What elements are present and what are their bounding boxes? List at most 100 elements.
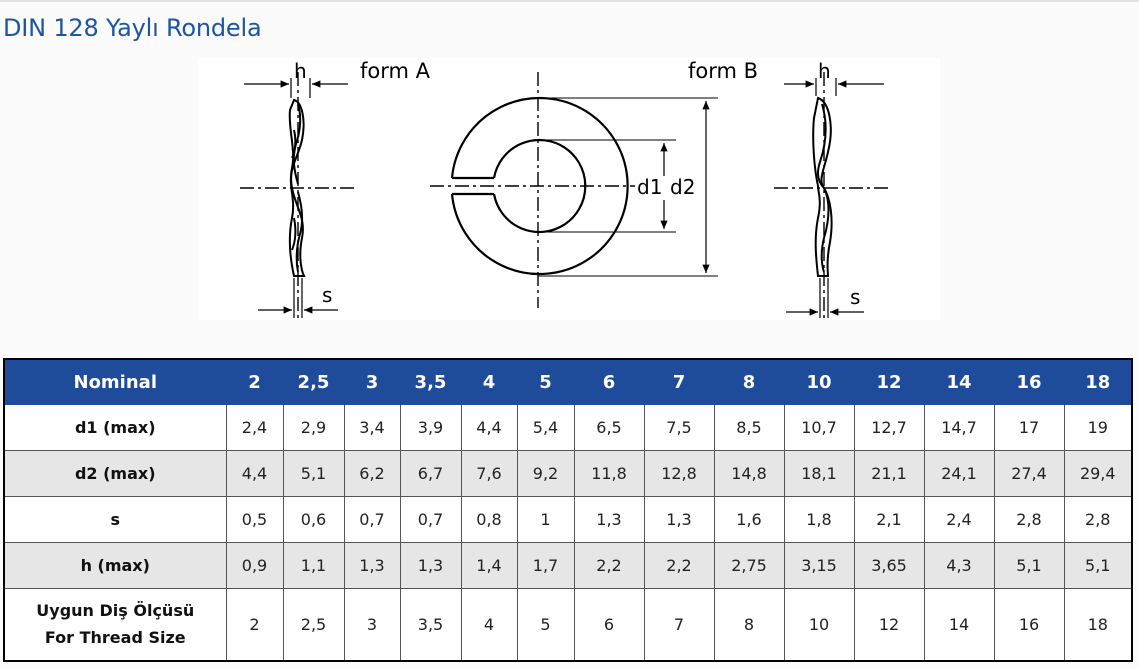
table-cell: 2 [225,588,284,661]
header-cell: 3,5 [399,358,462,405]
table-cell: 4,4 [460,404,518,451]
header-cell: 5 [516,358,575,405]
table-cell: 2,2 [643,542,715,589]
table-cell: 14 [923,588,995,661]
table-cell: 1,3 [399,542,462,589]
table-cell: 2,2 [573,542,645,589]
table-cell: 29,4 [1063,450,1133,497]
table-cell: 14,8 [713,450,785,497]
header-cell: 14 [923,358,995,405]
table-cell: 10,7 [783,404,855,451]
table-cell: 17 [993,404,1065,451]
table-cell: 18,1 [783,450,855,497]
table-row-thread-size: Uygun Diş Ölçüsü For Thread Size 2 2,5 3… [3,588,1133,661]
table-cell: 9,2 [516,450,575,497]
table-cell: 7 [643,588,715,661]
table-cell: 4,3 [923,542,995,589]
table-cell: 1,3 [343,542,401,589]
table-cell: 0,7 [399,496,462,543]
table-cell: 14,7 [923,404,995,451]
form-a-side-view [240,72,356,320]
table-row-h: h (max) 0,9 1,1 1,3 1,3 1,4 1,7 2,2 2,2 … [3,542,1133,589]
table-cell: 1,1 [282,542,345,589]
table-cell: 2,4 [923,496,995,543]
table-cell: 3,65 [853,542,925,589]
table-cell: 12 [853,588,925,661]
header-cell: 10 [783,358,855,405]
table-cell: 2,8 [1063,496,1133,543]
row-label: s [3,496,227,543]
page-title: DIN 128 Yaylı Rondela [3,14,262,42]
table-cell: 3,4 [343,404,401,451]
header-cell: 4 [460,358,518,405]
table-cell: 0,8 [460,496,518,543]
table-cell: 8,5 [713,404,785,451]
table-cell: 1,8 [783,496,855,543]
table-cell: 21,1 [853,450,925,497]
table-cell: 5,1 [1063,542,1133,589]
header-label: Nominal [4,358,227,405]
table-cell: 8 [713,588,785,661]
header-cell: 7 [643,358,715,405]
washer-front-view [430,72,718,308]
header-cell: 6 [573,358,645,405]
table-cell: 2,5 [282,588,345,661]
table-cell: 12,7 [853,404,925,451]
table-cell: 7,6 [460,450,518,497]
table-cell: 1,3 [643,496,715,543]
table-cell: 12,8 [643,450,715,497]
d2-label: d2 [670,175,695,199]
row-label: h (max) [3,542,227,589]
table-cell: 1,7 [516,542,575,589]
table-cell: 18 [1063,588,1133,661]
table-cell: 0,9 [225,542,284,589]
table-cell: 1,4 [460,542,518,589]
header-cell: 8 [713,358,785,405]
table-row-d2: d2 (max) 4,4 5,1 6,2 6,7 7,6 9,2 11,8 12… [3,450,1133,497]
table-cell: 6,2 [343,450,401,497]
table-header-row: Nominal 2 2,5 3 3,5 4 5 6 7 8 10 12 14 1… [4,358,1133,405]
table-cell: 0,7 [343,496,401,543]
table-cell: 3,15 [783,542,855,589]
row-label: d2 (max) [3,450,227,497]
form-a-s-label: s [322,283,332,307]
table-cell: 1,3 [573,496,645,543]
table-cell: 2,4 [225,404,284,451]
table-cell: 27,4 [993,450,1065,497]
form-b-side-view [774,72,890,320]
table-row-s: s 0,5 0,6 0,7 0,7 0,8 1 1,3 1,3 1,6 1,8 … [3,496,1133,543]
header-cell: 2,5 [282,358,345,405]
form-a-h-label: h [294,59,307,83]
dim-label-backdrop [635,176,697,200]
table-cell: 11,8 [573,450,645,497]
form-a-label: form A [360,59,431,83]
table-cell: 0,5 [225,496,284,543]
table-cell: 6 [573,588,645,661]
form-b-label: form B [688,59,758,83]
table-cell: 1 [516,496,575,543]
washer-drawing-svg: h s form A d1 d2 [240,59,890,320]
table-cell: 4,4 [225,450,284,497]
dimensions-table: Nominal 2 2,5 3 3,5 4 5 6 7 8 10 12 14 1… [3,358,1133,662]
header-cell: 12 [853,358,925,405]
table-cell: 2,75 [713,542,785,589]
technical-drawing: h s form A d1 d2 [198,58,940,320]
row-label: d1 (max) [3,404,227,451]
table-cell: 0,6 [282,496,345,543]
table-cell: 2,8 [993,496,1065,543]
form-b-s-label: s [850,285,860,309]
table-cell: 5,4 [516,404,575,451]
table-cell: 2,1 [853,496,925,543]
table-cell: 6,5 [573,404,645,451]
table-cell: 19 [1063,404,1133,451]
table-cell: 3,5 [399,588,462,661]
table-cell: 5 [516,588,575,661]
table-cell: 24,1 [923,450,995,497]
d1-label: d1 [637,175,662,199]
table-row-d1: d1 (max) 2,4 2,9 3,4 3,9 4,4 5,4 6,5 7,5… [3,404,1133,451]
table-cell: 10 [783,588,855,661]
table-cell: 2,9 [282,404,345,451]
header-cell: 16 [993,358,1065,405]
row-label-line1: Uygun Diş Ölçüsü [36,601,195,621]
row-label: Uygun Diş Ölçüsü For Thread Size [3,588,227,661]
